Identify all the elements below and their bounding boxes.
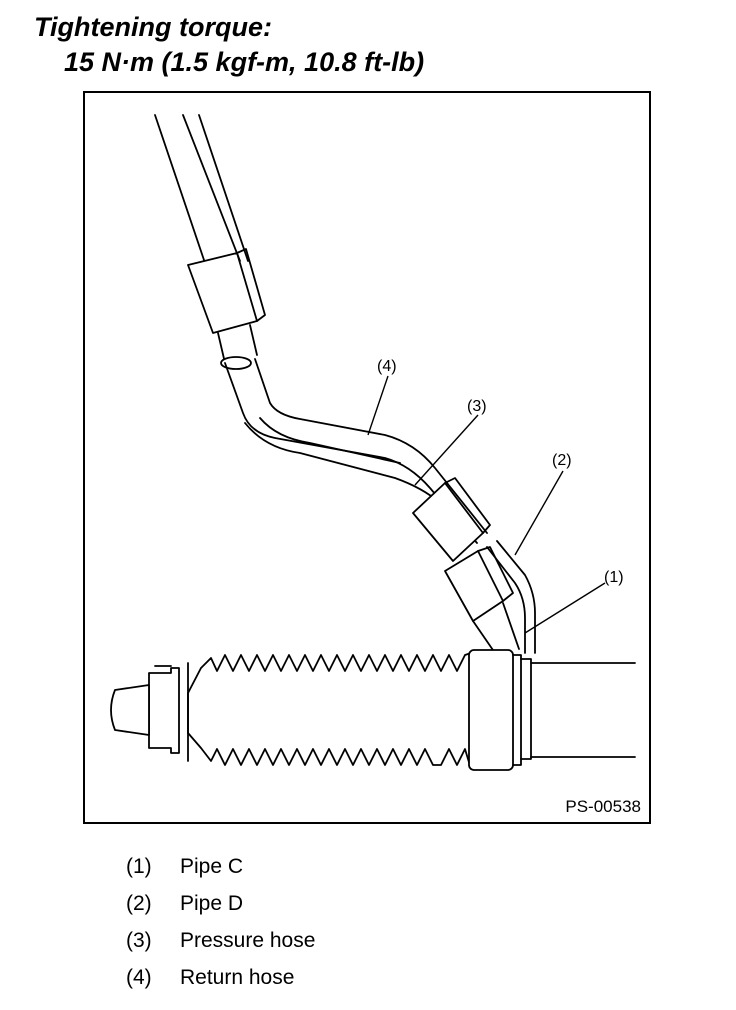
heading-title: Tightening torque: [34, 12, 272, 42]
callout-4: (4) [377, 358, 397, 375]
callout-1: (1) [604, 569, 624, 586]
illustration-drawing: (4) (3) (2) (1) [110, 114, 636, 771]
legend-label: Pipe D [180, 892, 244, 915]
legend-item: (2) Pipe D [126, 885, 315, 922]
legend-number: (4) [126, 966, 152, 989]
legend-item: (1) Pipe C [126, 848, 315, 885]
legend-list: (1) Pipe C (2) Pipe D (3) Pressure hose … [126, 848, 315, 996]
legend-number: (1) [126, 855, 152, 878]
legend-item: (3) Pressure hose [126, 922, 315, 959]
legend-label: Pipe C [180, 855, 244, 878]
legend-label: Pressure hose [180, 929, 316, 952]
figure-code: PS-00538 [565, 797, 641, 816]
heading-torque-value: 15 N·m (1.5 kgf-m, 10.8 ft-lb) [64, 47, 425, 77]
legend-number: (3) [126, 929, 152, 952]
legend-item: (4) Return hose [126, 959, 315, 996]
legend-number: (2) [126, 892, 152, 915]
callout-2: (2) [552, 452, 572, 469]
callout-3: (3) [467, 398, 487, 415]
steering-gearbox-illustration: (4) (3) (2) (1) PS-00538 [83, 91, 651, 824]
torque-heading: Tightening torque: 15 N·m (1.5 kgf-m, 10… [34, 10, 424, 80]
legend-label: Return hose [180, 966, 295, 989]
